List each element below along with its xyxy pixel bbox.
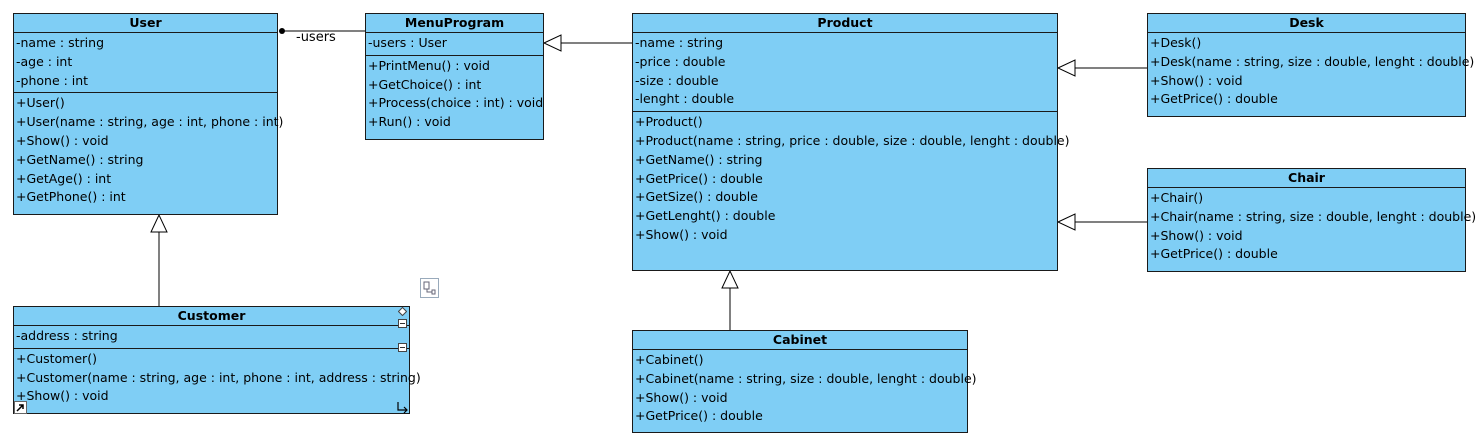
method: +Show() : void — [1150, 72, 1243, 88]
method: +GetPrice() : double — [1150, 91, 1278, 107]
method: +GetPrice() : double — [1150, 246, 1278, 262]
method: +Cabinet() — [635, 352, 704, 367]
method: +GetPrice() : double — [635, 170, 763, 186]
method: +User() — [16, 95, 65, 111]
resize-handle-icon[interactable] — [398, 307, 407, 316]
class-name: Product — [633, 14, 1057, 33]
method: +Customer() — [16, 350, 97, 366]
class-name: MenuProgram — [366, 14, 543, 33]
class-menuprogram[interactable]: MenuProgram -users : User +PrintMenu() :… — [365, 13, 544, 140]
methods-section: +Product() +Product(name : string, price… — [633, 112, 1070, 247]
method: +Show() : void — [635, 389, 728, 405]
method: +Customer(name : string, age : int, phon… — [16, 369, 421, 385]
method: +Chair() — [1150, 190, 1204, 205]
attribute: -name : string — [635, 35, 724, 50]
method: +GetSize() : double — [635, 189, 758, 205]
association-label: -users — [296, 30, 336, 45]
class-chair[interactable]: Chair +Chair() +Chair(name : string, siz… — [1147, 168, 1477, 272]
methods-section: +PrintMenu() : void +GetChoice() : int +… — [366, 56, 543, 134]
attribute: -name : string — [16, 35, 105, 50]
class-customer[interactable]: Customer -address : string +Customer() +… — [13, 306, 421, 414]
method: +GetPhone() : int — [16, 189, 126, 205]
method: +GetLenght() : double — [635, 208, 776, 224]
class-name: Customer — [14, 307, 409, 326]
method: +Chair(name : string, size : double, len… — [1150, 208, 1477, 224]
method: +Run() : void — [368, 114, 451, 130]
attribute: -price : double — [635, 53, 726, 69]
method: +Desk() — [1150, 35, 1202, 50]
class-name: Desk — [1148, 14, 1465, 33]
method: +User(name : string, age : int, phone : … — [16, 114, 284, 130]
attribute: -address : string — [16, 328, 118, 343]
attribute: -phone : int — [16, 72, 89, 88]
class-user[interactable]: User -name : string -age : int -phone : … — [13, 13, 284, 215]
class-cabinet[interactable]: Cabinet +Cabinet() +Cabinet(name : strin… — [632, 330, 977, 433]
attributes-section: -users : User — [366, 33, 543, 56]
method: +GetName() : string — [635, 151, 763, 167]
methods-section: +Desk() +Desk(name : string, size : doub… — [1148, 33, 1475, 111]
generalization-arrow-product-cabinet — [721, 269, 739, 289]
expand-arrow-icon[interactable] — [14, 401, 27, 414]
attributes-section: -address : string — [14, 326, 409, 349]
method: +GetPrice() : double — [635, 408, 763, 424]
class-product[interactable]: Product -name : string -price : double -… — [632, 13, 1070, 271]
method: +Show() : void — [635, 226, 728, 242]
method: +Process(choice : int) : void — [368, 95, 544, 111]
method: +Desk(name : string, size : double, leng… — [1150, 53, 1475, 69]
class-name: Cabinet — [633, 331, 967, 350]
generalization-arrow-product-desk — [1056, 59, 1076, 77]
method: +GetChoice() : int — [368, 76, 482, 92]
note-resource-icon[interactable] — [420, 278, 439, 298]
method: +GetAge() : int — [16, 170, 112, 186]
collapse-methods-icon[interactable] — [398, 343, 407, 352]
generalization-arrow-product-chair — [1056, 213, 1076, 231]
association-dot — [279, 28, 285, 34]
attribute: -users : User — [368, 35, 447, 50]
method: +Show() : void — [16, 132, 109, 148]
method: +Show() : void — [1150, 227, 1243, 243]
generalization-arrow-menuprogram — [542, 34, 562, 52]
attribute: -age : int — [16, 53, 73, 69]
attributes-section: -name : string -price : double -size : d… — [633, 33, 1057, 113]
connector-handle-icon[interactable] — [396, 401, 409, 414]
collapse-attributes-icon[interactable] — [398, 319, 407, 328]
class-name: User — [14, 14, 277, 33]
methods-section: +User() +User(name : string, age : int, … — [14, 93, 284, 209]
method: +GetName() : string — [16, 151, 144, 167]
generalization-arrow-user — [150, 213, 168, 233]
methods-section: +Chair() +Chair(name : string, size : do… — [1148, 188, 1477, 266]
method: +Product() — [635, 114, 703, 130]
attributes-section: -name : string -age : int -phone : int — [14, 33, 277, 94]
methods-section: +Cabinet() +Cabinet(name : string, size … — [633, 350, 977, 428]
method: +PrintMenu() : void — [368, 57, 490, 73]
class-name: Chair — [1148, 169, 1465, 188]
method: +Cabinet(name : string, size : double, l… — [635, 370, 977, 386]
method: +Show() : void — [16, 388, 109, 404]
attribute: -size : double — [635, 72, 719, 88]
class-desk[interactable]: Desk +Desk() +Desk(name : string, size :… — [1147, 13, 1475, 117]
methods-section: +Customer() +Customer(name : string, age… — [14, 349, 421, 408]
attribute: -lenght : double — [635, 91, 735, 107]
method: +Product(name : string, price : double, … — [635, 132, 1070, 148]
